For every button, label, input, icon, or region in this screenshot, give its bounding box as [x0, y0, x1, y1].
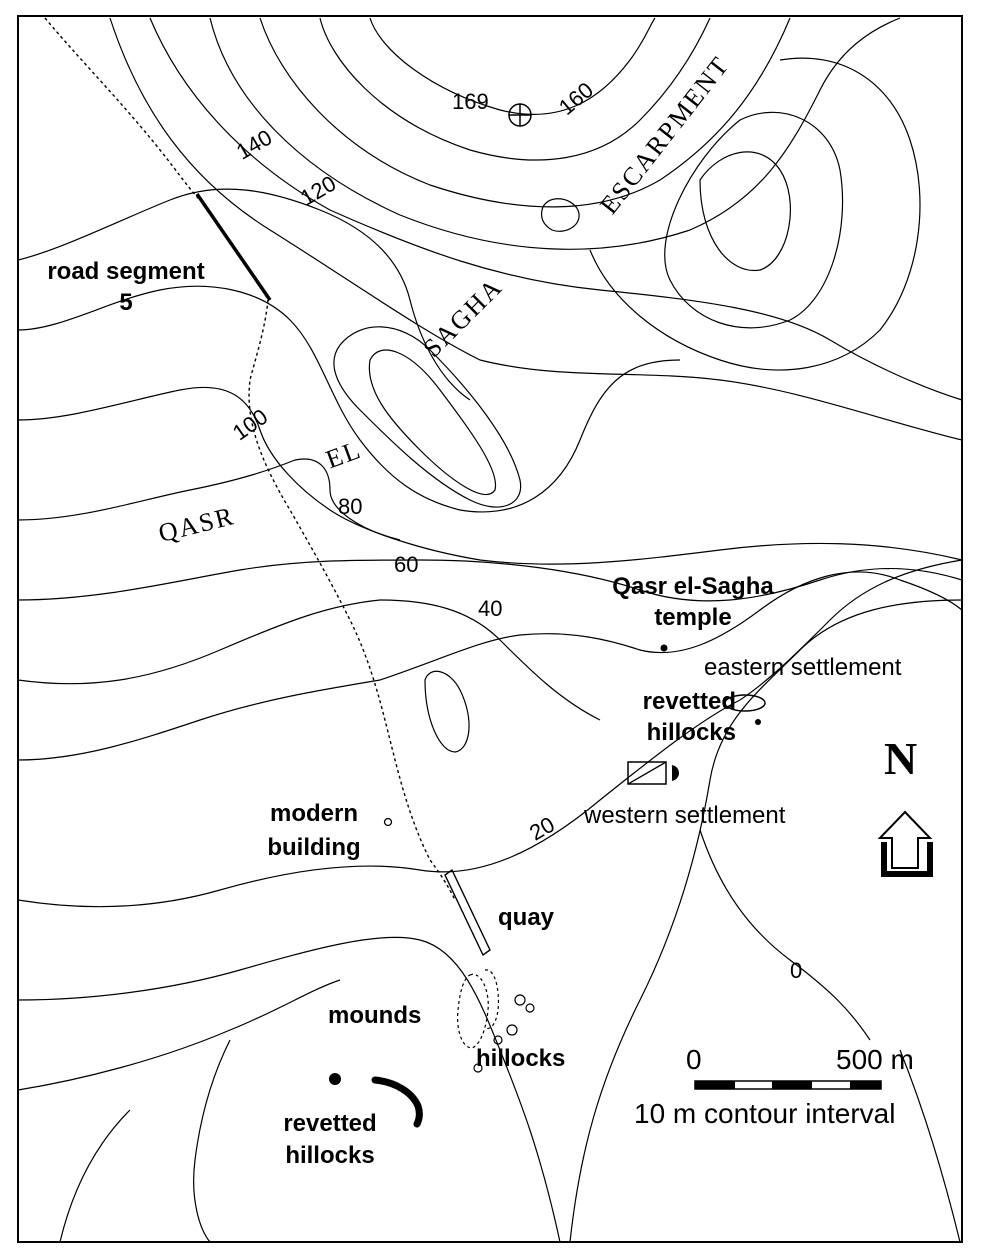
contour-label-0: 0	[790, 958, 803, 983]
contour-label-60: 60	[394, 552, 419, 577]
temple-label-line1: Qasr el-Sagha	[612, 573, 774, 600]
revetted-hillocks-north-label: revetted hillocks	[606, 690, 736, 745]
modern-building-line1: modern	[269, 800, 358, 827]
eastern-settlement-dot	[755, 719, 761, 725]
contour-label-80: 80	[338, 494, 363, 519]
hillocks-label: hillocks	[476, 1045, 566, 1072]
revetted-hillocks-north-marker	[627, 761, 679, 785]
hillocks-markers	[473, 994, 535, 1073]
north-arrow-icon	[877, 810, 933, 877]
road-segment-label-line1: road segment	[47, 258, 205, 285]
contour-label-169: 169	[452, 89, 489, 114]
revetted-hillocks-south-line2: hillocks	[285, 1142, 375, 1169]
benchmark-169-icon	[508, 103, 532, 127]
scale-end-label: 500 m	[836, 1044, 914, 1075]
revetted-hillocks-south-label: revetted hillocks	[268, 1112, 392, 1168]
scale-start-label: 0	[686, 1044, 702, 1075]
revetted-hillocks-south-line1: revetted	[283, 1110, 377, 1137]
contour-lines	[17, 17, 963, 1243]
temple-label-line2: temple	[654, 604, 732, 631]
modern-building-line2: building	[267, 834, 361, 861]
map-border	[17, 15, 963, 1243]
revetted-hillocks-south-dot	[329, 1073, 341, 1085]
road-dashed-line	[44, 17, 456, 901]
quay-marker	[444, 868, 491, 957]
scale-bar	[694, 1080, 882, 1090]
road-segment-5-line	[195, 193, 272, 301]
road-segment-label-line2: 5	[119, 289, 133, 316]
revetted-hillocks-south-mark	[371, 1076, 423, 1128]
modern-building-label: modern building	[252, 802, 376, 860]
eastern-settlement-marker	[724, 694, 766, 712]
mounds-label: mounds	[328, 1002, 422, 1029]
temple-marker	[660, 644, 668, 652]
mounds-markers	[457, 969, 500, 1049]
contour-label-40: 40	[478, 596, 503, 621]
revetted-hillocks-north-line1: revetted	[642, 688, 736, 715]
eastern-settlement-label: eastern settlement	[704, 654, 902, 681]
contour-interval-note: 10 m contour interval	[634, 1098, 896, 1129]
temple-label: Qasr el-Sagha temple	[586, 575, 800, 630]
road-segment-label: road segment 5	[26, 260, 226, 315]
modern-building-marker	[383, 817, 393, 827]
north-arrow-label: N	[884, 733, 918, 784]
quay-label: quay	[498, 904, 555, 931]
revetted-hillocks-north-line2: hillocks	[646, 719, 736, 746]
western-settlement-label: western settlement	[584, 802, 786, 829]
